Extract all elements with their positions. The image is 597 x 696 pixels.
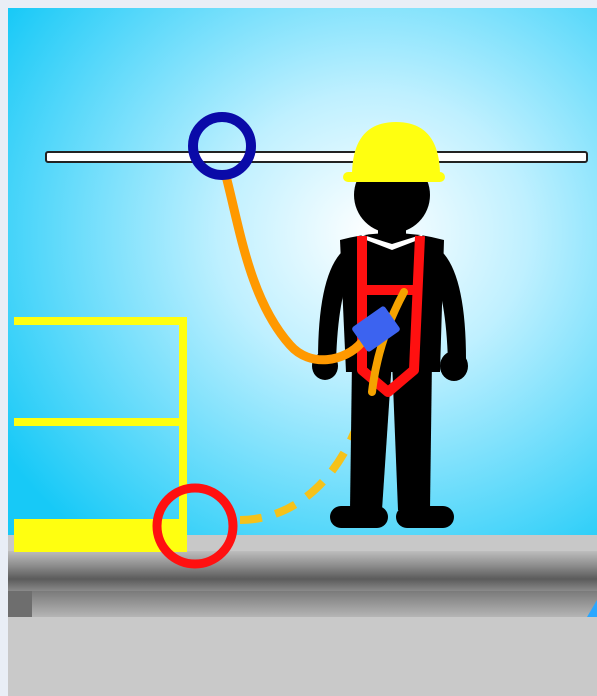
ledge-shadow	[8, 591, 32, 617]
platform-ledge	[8, 591, 597, 617]
guardrail-mid-rail	[14, 418, 187, 426]
worker-right-hand	[440, 351, 468, 381]
horizontal-lifeline	[46, 152, 587, 162]
lower-area	[8, 617, 597, 696]
hard-hat-brim	[343, 172, 445, 182]
worker-right-boot	[396, 506, 454, 528]
platform-edge-band	[8, 551, 597, 591]
worker-left-boot	[330, 506, 388, 528]
sky-background	[8, 8, 597, 543]
guardrail-top-rail	[14, 317, 187, 325]
guardrail-post	[179, 317, 187, 552]
